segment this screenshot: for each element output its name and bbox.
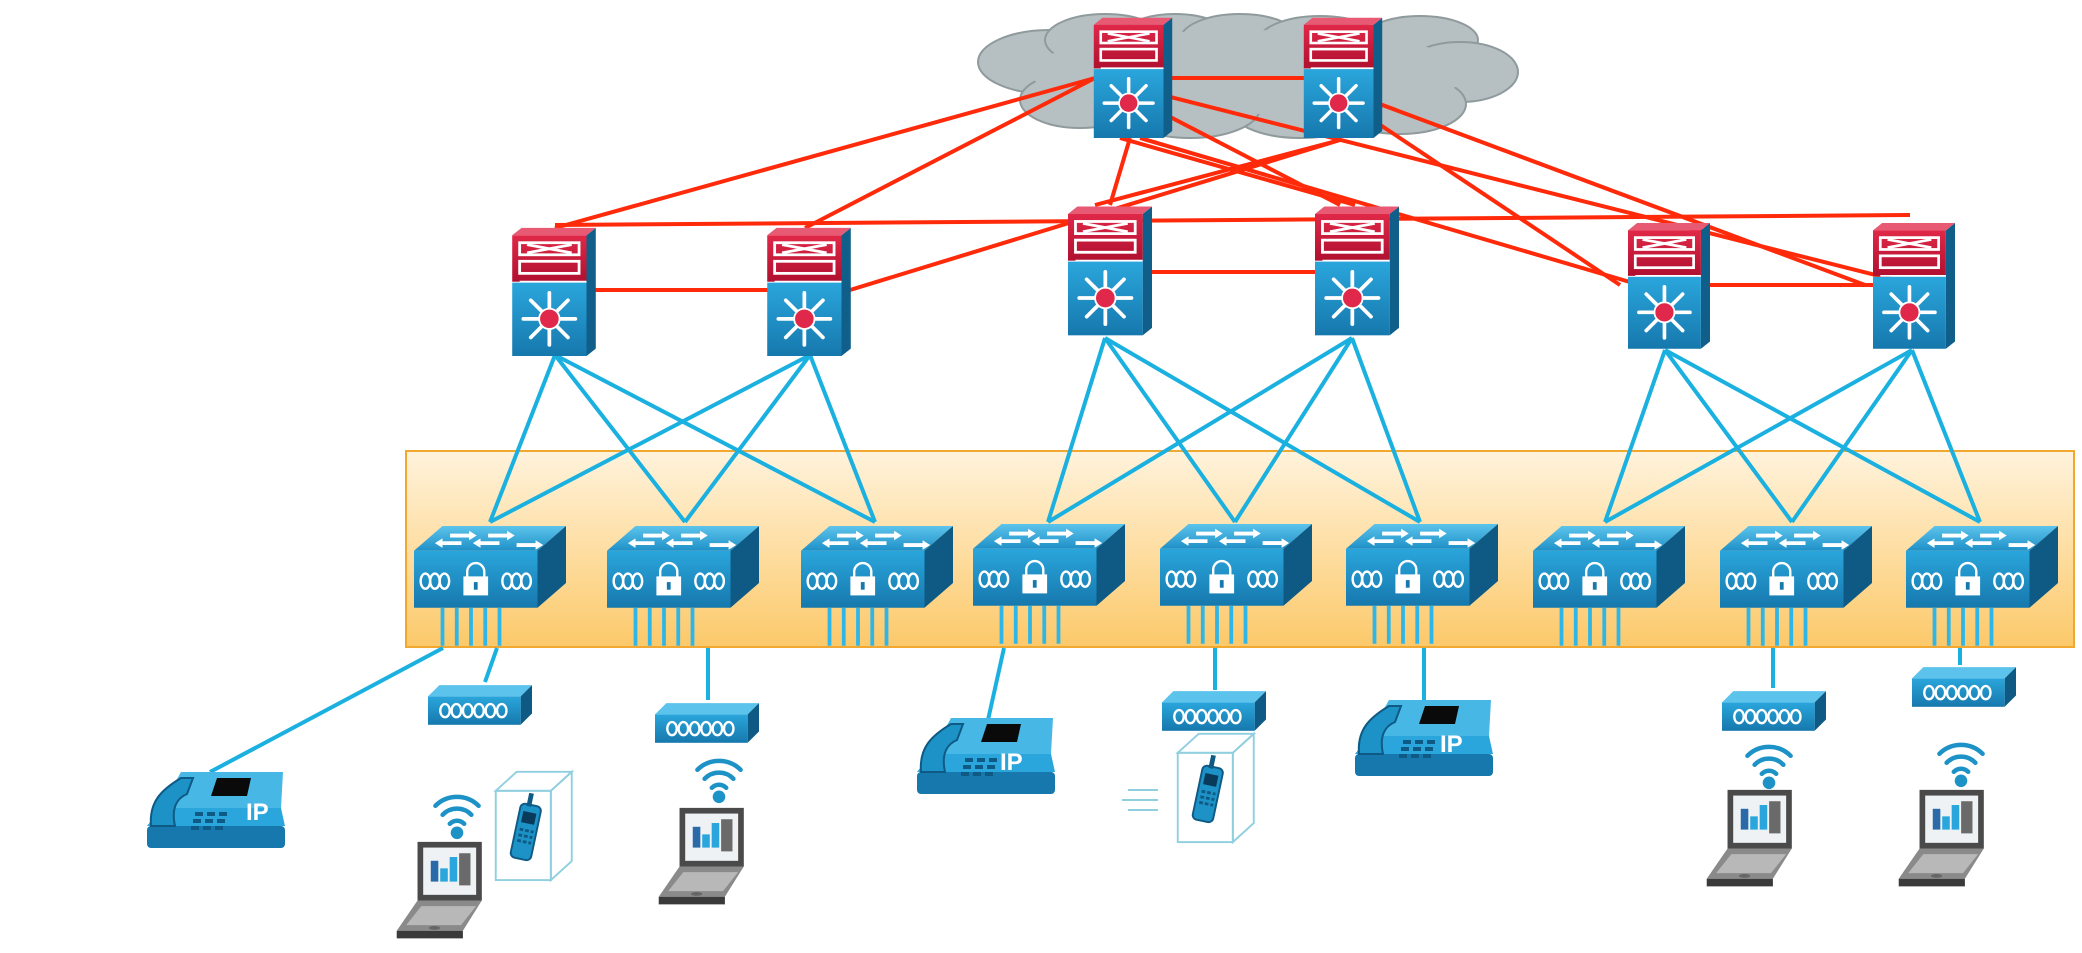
- ip-phone-1[interactable]: IP: [145, 770, 287, 850]
- ip-phone-3[interactable]: IP: [1353, 698, 1495, 778]
- mobile-handset-icon: [1176, 732, 1255, 844]
- distribution-switch-6[interactable]: [1871, 221, 1957, 351]
- access-point-5[interactable]: [1910, 665, 2018, 709]
- distribution-switch-4[interactable]: [1313, 204, 1401, 338]
- distribution-switch-5[interactable]: [1626, 221, 1712, 351]
- distribution-switch-1[interactable]: [510, 225, 598, 358]
- access-point-2[interactable]: [653, 701, 761, 745]
- ip-phone-2[interactable]: IP: [915, 716, 1057, 796]
- distribution-switch-2[interactable]: [765, 225, 853, 358]
- core-switch-1[interactable]: [1091, 15, 1175, 140]
- wifi-signal-icon: [1747, 747, 1790, 789]
- ip-phone-label: IP: [246, 799, 269, 826]
- mobile-handset-icon: [494, 770, 573, 882]
- wifi-signal-icon: [435, 797, 478, 839]
- laptop-icon: [1706, 789, 1792, 887]
- access-point-3[interactable]: [1160, 689, 1268, 733]
- ip-phone-icon: [915, 716, 1057, 796]
- core-switch-2[interactable]: [1301, 15, 1385, 140]
- distribution-switch-3[interactable]: [1066, 204, 1154, 338]
- ip-phone-label: IP: [1000, 749, 1023, 776]
- motion-lines: [1122, 789, 1158, 811]
- laptop-icon: [1898, 789, 1984, 887]
- laptop-icon: [396, 841, 482, 939]
- access-point-1[interactable]: [426, 683, 534, 727]
- ip-phone-icon: [1353, 698, 1495, 778]
- wifi-signal-icon: [697, 761, 740, 803]
- wifi-signal-icon: [1939, 745, 1982, 787]
- ip-phone-label: IP: [1440, 731, 1463, 758]
- laptop-icon: [658, 807, 744, 905]
- access-point-4[interactable]: [1720, 689, 1828, 733]
- endpoint-links: [209, 646, 1962, 774]
- access-links: [488, 336, 1982, 524]
